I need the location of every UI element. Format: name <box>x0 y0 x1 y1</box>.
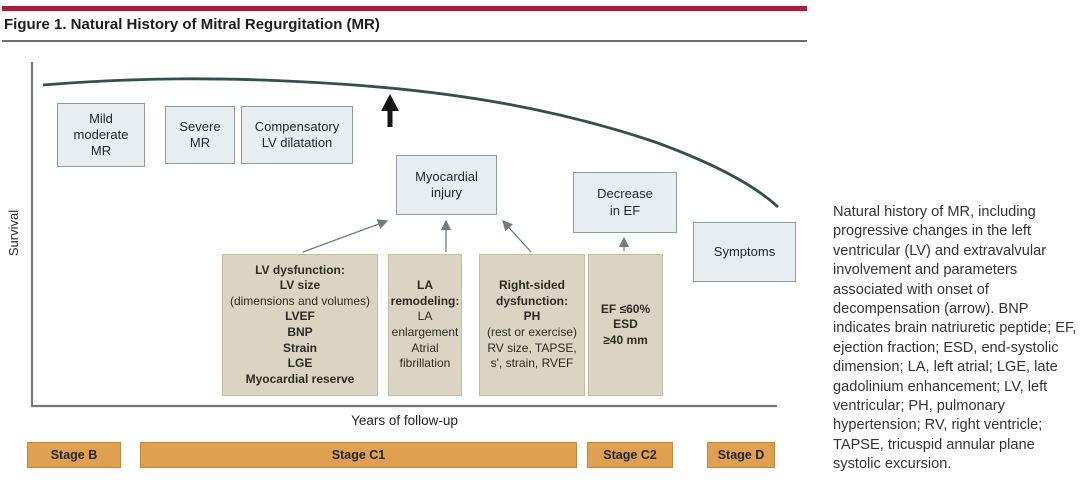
panel-lv-dysfunction-sub: (dimensions and volumes) <box>229 293 371 308</box>
box-symptoms: Symptoms <box>693 222 796 282</box>
x-axis-label: Years of follow-up <box>351 413 458 428</box>
axis-lines <box>30 62 777 408</box>
panel-ef-esd-values: EF ≤60% ESD ≥40 mm <box>600 301 651 347</box>
stage-bar-d: Stage D <box>707 442 775 468</box>
box-compensatory-lv-dilatation: Compensatory LV dilatation <box>241 106 353 164</box>
connector-arrows <box>302 219 630 253</box>
panel-right-sided-head: Right-sided dysfunction: PH <box>496 278 568 324</box>
panel-right-sided-list: (rest or exercise) RV size, TAPSE, s', s… <box>486 325 578 371</box>
panel-la-remodeling-head: LA remodeling: <box>390 278 460 308</box>
top-accent-rule <box>2 6 807 11</box>
panel-la-remodeling: LA remodeling: LA enlargement Atrial fib… <box>388 254 462 396</box>
panel-lv-dysfunction-list: LVEF BNP Strain LGE Myocardial reserve <box>245 309 355 386</box>
y-axis-label: Survival <box>6 209 21 257</box>
arrow-rs-to-injury <box>502 220 532 253</box>
box-mild-moderate-mr: Mild moderate MR <box>57 103 145 167</box>
panel-right-sided-dysfunction: Right-sided dysfunction: PH (rest or exe… <box>479 254 585 396</box>
panel-ef-esd: EF ≤60% ESD ≥40 mm <box>588 254 663 396</box>
decompensation-up-arrow-icon <box>381 94 399 127</box>
stage-bar-b: Stage B <box>27 442 121 468</box>
arrow-lv-to-injury <box>302 219 389 253</box>
panel-la-remodeling-list: LA enlargement Atrial fibrillation <box>391 309 459 371</box>
survival-curve <box>42 77 779 209</box>
stage-bar-c1: Stage C1 <box>140 442 577 468</box>
panel-lv-dysfunction-head: LV dysfunction: LV size <box>255 262 345 293</box>
box-myocardial-injury: Myocardial injury <box>396 155 497 215</box>
title-divider <box>2 40 807 42</box>
stage-bar-c2: Stage C2 <box>587 442 673 468</box>
figure-caption: Natural history of MR, including progres… <box>833 204 1077 473</box>
figure-title: Figure 1. Natural History of Mitral Regu… <box>4 16 380 33</box>
box-severe-mr: Severe MR <box>165 106 235 164</box>
box-decrease-in-ef: Decrease in EF <box>573 172 677 233</box>
panel-lv-dysfunction: LV dysfunction: LV size (dimensions and … <box>222 254 378 396</box>
